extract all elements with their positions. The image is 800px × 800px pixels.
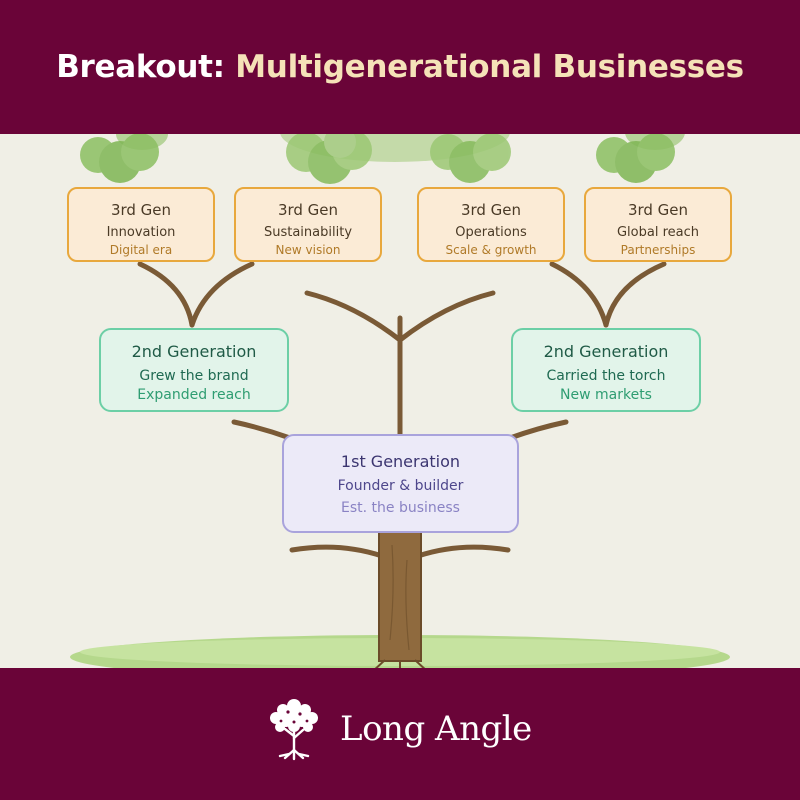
foliage-cluster-left [80, 133, 159, 183]
header-banner: Breakout: Multigenerational Businesses [0, 0, 800, 134]
gen2-detail: New markets [560, 387, 652, 403]
brand-name: Long Angle [340, 709, 532, 749]
gen3-title: 3rd Gen [277, 201, 339, 219]
gen3-detail: Partnerships [620, 243, 696, 257]
branch-trunk-left [289, 544, 385, 559]
branch-center-right [397, 290, 496, 343]
trunk [378, 530, 422, 662]
gen3-title: 3rd Gen [627, 201, 689, 219]
gen3-detail: Digital era [109, 243, 173, 257]
foliage-cluster-right [596, 133, 675, 183]
gen3-title: 3rd Gen [110, 201, 172, 219]
branch-right-upper [549, 261, 609, 328]
branch-left-upper [137, 261, 195, 328]
branch-left-lower [231, 419, 293, 441]
foliage-cluster-center-right [430, 133, 511, 183]
branch-trunk-right [415, 544, 511, 559]
gen3-role: Operations [455, 225, 527, 240]
branch-left-upper-2 [189, 261, 255, 328]
gen1-box-founder: 1st Generation Founder & builder Est. th… [282, 434, 519, 533]
gen3-box-operations: 3rd Gen Operations Scale & growth [417, 187, 565, 262]
gen3-role: Innovation [106, 225, 176, 240]
gen3-detail: New vision [275, 243, 341, 257]
footer-banner [0, 668, 800, 800]
branch-right-upper-2 [603, 261, 667, 328]
gen2-box-right: 2nd Generation Carried the torch New mar… [511, 328, 701, 412]
gen2-title: 2nd Generation [543, 342, 669, 361]
gen3-box-global-reach: 3rd Gen Global reach Partnerships [584, 187, 732, 262]
gen2-role: Carried the torch [546, 368, 666, 384]
gen1-role: Founder & builder [337, 478, 464, 494]
brand-lockup: Long Angle [266, 696, 532, 762]
gen3-box-sustainability: 3rd Gen Sustainability New vision [234, 187, 382, 262]
trunk-grain [389, 544, 410, 651]
tree-logo-icon [270, 699, 318, 761]
gen2-title: 2nd Generation [131, 342, 257, 361]
gen1-title: 1st Generation [340, 452, 461, 471]
title-accent: Multigenerational Businesses [235, 49, 744, 85]
gen1-detail: Est. the business [341, 500, 460, 516]
gen3-detail: Scale & growth [445, 243, 537, 257]
title-prefix: Breakout: [56, 49, 225, 85]
gen3-role: Sustainability [263, 225, 353, 240]
branch-center-left [304, 290, 403, 343]
foliage-cluster-center [286, 126, 372, 184]
gen3-box-innovation: 3rd Gen Innovation Digital era [67, 187, 215, 262]
page-title: Breakout: Multigenerational Businesses [56, 49, 744, 85]
gen3-title: 3rd Gen [460, 201, 522, 219]
gen2-detail: Expanded reach [137, 387, 251, 403]
gen2-role: Grew the brand [139, 368, 249, 384]
gen3-role: Global reach [616, 225, 699, 240]
branch-right-lower [507, 419, 569, 441]
gen2-box-left: 2nd Generation Grew the brand Expanded r… [99, 328, 289, 412]
